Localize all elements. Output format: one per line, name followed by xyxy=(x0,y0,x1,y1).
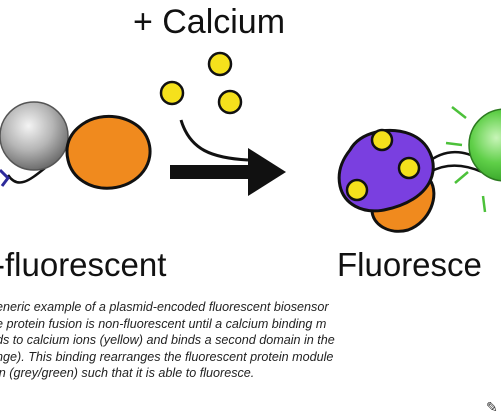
linker-end xyxy=(0,168,10,187)
linker xyxy=(6,167,46,184)
active-biosensor xyxy=(337,106,501,233)
arrow-right-icon xyxy=(170,119,286,196)
caption-line: ds to calcium ions (yellow) and binds a … xyxy=(0,333,335,348)
figure-caption: eneric example of a plasmid-encoded fluo… xyxy=(0,299,501,382)
calcium-header: + Calcium xyxy=(133,3,285,41)
caption-line: e protein fusion is non-fluorescent unti… xyxy=(0,316,327,331)
bound-calcium-ion xyxy=(345,178,369,202)
biosensor-diagram: + Calcium -fluorescent F xyxy=(0,3,501,283)
calcium-ion xyxy=(159,80,185,106)
bound-calcium-ion xyxy=(370,128,394,152)
emission-rays xyxy=(445,106,487,213)
free-calcium-ions xyxy=(159,51,243,115)
bound-calcium-ion xyxy=(397,156,421,180)
linker xyxy=(429,164,483,174)
inactive-state-label: -fluorescent xyxy=(0,246,166,283)
pencil-icon[interactable]: ✎ xyxy=(486,399,498,415)
inactive-biosensor xyxy=(0,101,152,190)
binding-domain xyxy=(65,114,152,190)
active-state-label: Fluoresce xyxy=(337,246,482,283)
caption-line: eneric example of a plasmid-encoded fluo… xyxy=(0,300,329,314)
fluorescent-protein-off xyxy=(0,101,69,171)
caption-line: in (grey/green) such that it is able to … xyxy=(0,366,255,381)
calcium-ion xyxy=(207,51,233,77)
caption-line: nge). This binding rearranges the fluore… xyxy=(0,349,334,364)
calcium-ion xyxy=(217,89,243,115)
fluorescent-protein-on xyxy=(468,108,501,182)
